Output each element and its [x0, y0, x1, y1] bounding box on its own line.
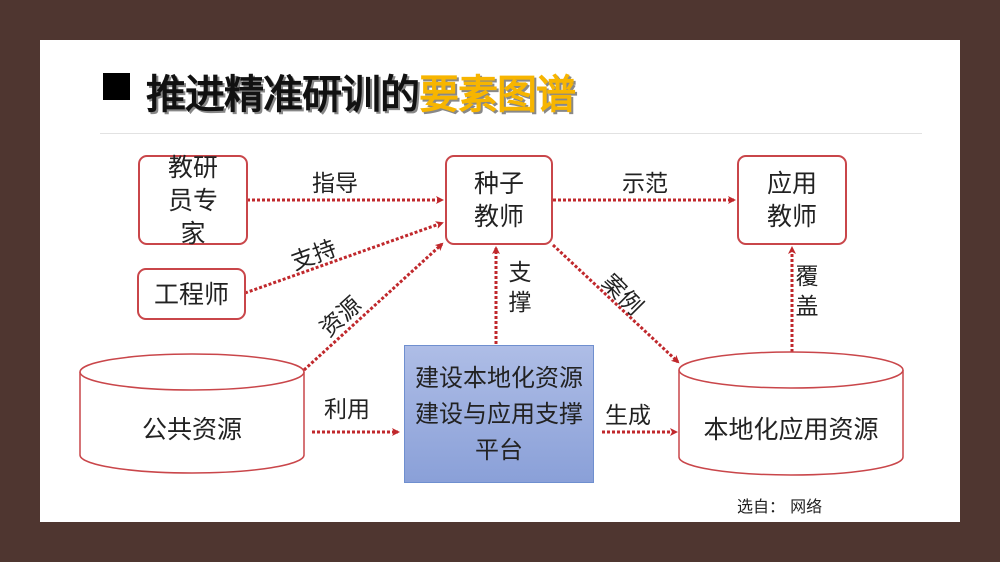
node-local-resources: 本地化应用资源 — [703, 415, 879, 444]
node-applied-teachers: 应用教师 — [737, 155, 847, 245]
divider — [100, 133, 922, 134]
arrow-cases — [551, 243, 680, 364]
title-prefix: 推进精准研训的 — [146, 72, 420, 118]
diagram-connectors — [79, 196, 904, 476]
local-resources-cylinder — [678, 370, 904, 476]
edge-label-platform-support: 支撑 — [508, 260, 532, 316]
slide: 推进精准研训的要素图谱 教研员专家 工程师 种子教师 应用教师 公共资源 本地化… — [40, 40, 960, 522]
node-label: 应用教师 — [767, 169, 818, 231]
edge-label-demonstrate: 示范 — [622, 171, 668, 197]
edge-label-use: 利用 — [324, 397, 370, 423]
node-label: 建设本地化资源建设与应用支撑平台 — [415, 364, 583, 464]
title-bullet-icon — [103, 73, 130, 100]
page-title: 推进精准研训的要素图谱 — [146, 62, 576, 120]
node-experts: 教研员专家 — [138, 153, 248, 248]
node-public-resources: 公共资源 — [141, 415, 242, 444]
edge-label-cover: 覆盖 — [795, 264, 819, 320]
title-highlight: 要素图谱 — [419, 72, 576, 118]
node-seed-teachers: 种子教师 — [445, 155, 553, 245]
node-engineers: 工程师 — [137, 268, 246, 320]
arrow-resources — [302, 242, 444, 372]
node-label: 种子教师 — [474, 169, 525, 231]
arrow-support — [244, 221, 444, 295]
edge-label-guide: 指导 — [312, 171, 358, 197]
source-note: 选自： 网络 — [737, 497, 823, 516]
node-label: 工程师 — [153, 279, 229, 309]
node-platform: 建设本地化资源建设与应用支撑平台 — [404, 345, 594, 483]
public-resources-cylinder — [79, 372, 305, 474]
edge-label-generate: 生成 — [605, 403, 651, 429]
node-label: 教研员专家 — [167, 152, 218, 248]
